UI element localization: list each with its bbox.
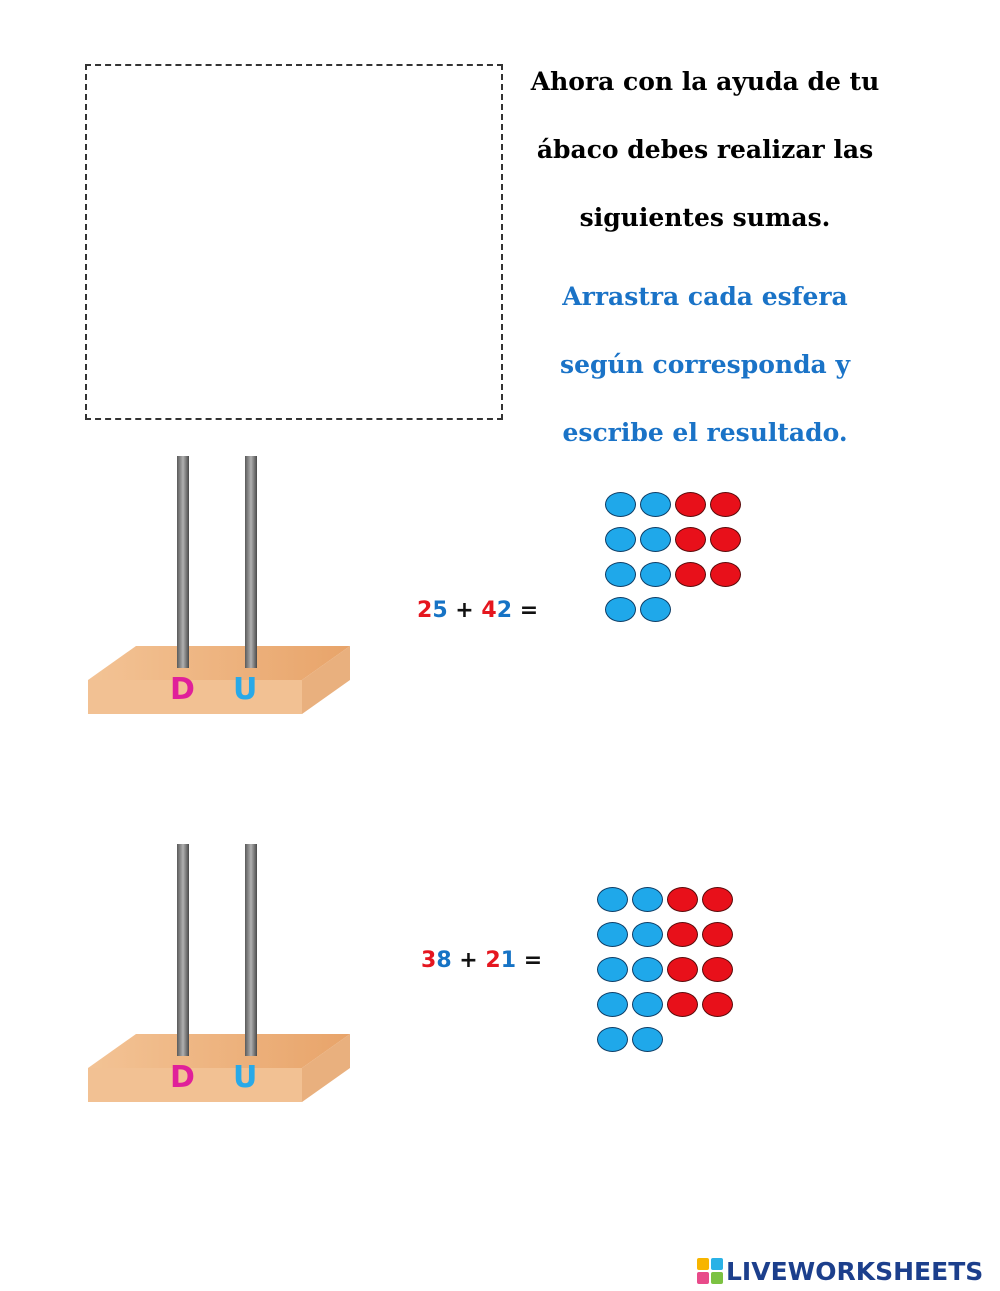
instruction-line: siguientes sumas. — [579, 203, 831, 232]
equation-1: 25 + 42 = — [417, 598, 538, 623]
red-bead[interactable] — [675, 527, 706, 552]
instruction-line: ábaco debes realizar las — [536, 135, 874, 164]
blue-bead[interactable] — [605, 492, 636, 517]
red-bead[interactable] — [667, 922, 698, 947]
blue-bead[interactable] — [605, 562, 636, 587]
plus-sign: + — [459, 948, 478, 973]
equation-2: 38 + 21 = — [421, 948, 542, 973]
red-bead[interactable] — [667, 957, 698, 982]
addend-b-units: 2 — [496, 598, 513, 623]
blue-bead[interactable] — [640, 597, 671, 622]
red-bead[interactable] — [675, 492, 706, 517]
abacus-illustration — [88, 456, 350, 714]
red-bead[interactable] — [667, 992, 698, 1017]
red-bead[interactable] — [710, 562, 741, 587]
instruction-line: según corresponda y — [560, 350, 850, 379]
equals-sign: = — [519, 598, 539, 623]
red-bead[interactable] — [702, 957, 733, 982]
tens-label: D — [170, 672, 195, 707]
blue-bead[interactable] — [597, 887, 628, 912]
blue-bead[interactable] — [640, 562, 671, 587]
units-label: U — [233, 1060, 258, 1095]
instruction-text: Ahora con la ayuda de tu ábaco debes rea… — [510, 48, 900, 252]
blue-bead[interactable] — [632, 1027, 663, 1052]
liveworksheets-logo: LIVEWORKSHEETS — [697, 1256, 983, 1286]
red-bead[interactable] — [667, 887, 698, 912]
abacus-illustration — [88, 844, 350, 1102]
blue-bead[interactable] — [632, 957, 663, 982]
red-bead[interactable] — [702, 922, 733, 947]
instruction-line: Arrastra cada esfera — [562, 282, 848, 311]
plus-sign: + — [455, 598, 474, 623]
red-bead[interactable] — [675, 562, 706, 587]
addend-b-tens: 4 — [481, 598, 497, 623]
red-bead[interactable] — [710, 492, 741, 517]
red-bead[interactable] — [702, 887, 733, 912]
blue-bead[interactable] — [640, 527, 671, 552]
instruction-line: Ahora con la ayuda de tu — [530, 67, 880, 96]
instruction-line: escribe el resultado. — [562, 418, 848, 447]
blue-bead[interactable] — [597, 1027, 628, 1052]
addend-b-units: 1 — [500, 948, 517, 973]
blue-bead[interactable] — [605, 527, 636, 552]
equals-sign: = — [523, 948, 543, 973]
blue-bead[interactable] — [640, 492, 671, 517]
blue-bead[interactable] — [632, 887, 663, 912]
red-bead[interactable] — [702, 992, 733, 1017]
abacus-2[interactable]: D U — [88, 840, 350, 1110]
blue-bead[interactable] — [597, 992, 628, 1017]
drop-zone-box[interactable] — [85, 64, 503, 420]
blue-bead[interactable] — [632, 922, 663, 947]
blue-bead[interactable] — [597, 922, 628, 947]
addend-a-units: 8 — [436, 948, 452, 973]
blue-bead[interactable] — [605, 597, 636, 622]
abacus-1[interactable]: D U — [88, 452, 350, 722]
blue-bead[interactable] — [632, 992, 663, 1017]
addend-b-tens: 2 — [485, 948, 501, 973]
logo-text: LIVEWORKSHEETS — [726, 1256, 984, 1286]
red-bead[interactable] — [710, 527, 741, 552]
addend-a-units: 5 — [432, 598, 448, 623]
instruction-blue-text: Arrastra cada esfera según corresponda y… — [510, 263, 900, 467]
blue-bead[interactable] — [597, 957, 628, 982]
units-label: U — [233, 672, 258, 707]
addend-a-tens: 2 — [417, 598, 433, 623]
addend-a-tens: 3 — [421, 948, 437, 973]
liveworksheets-logo-icon — [697, 1258, 723, 1284]
tens-label: D — [170, 1060, 195, 1095]
